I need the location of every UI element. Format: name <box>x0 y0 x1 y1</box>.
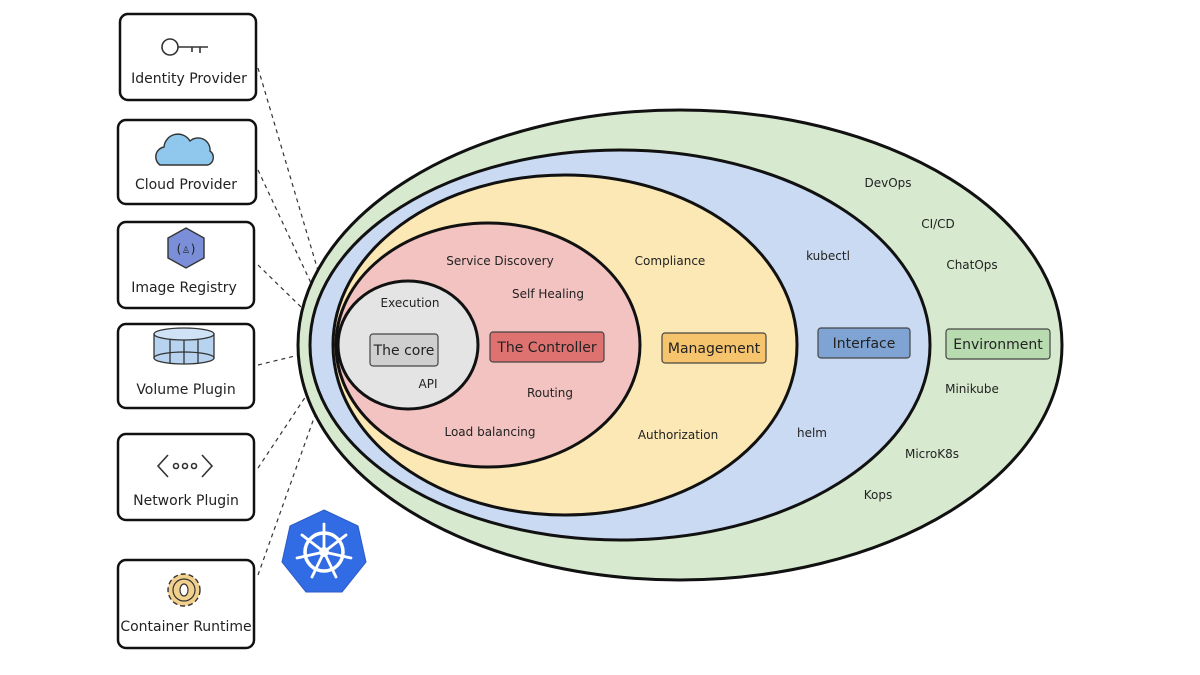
environment-item-chatops: ChatOps <box>946 258 997 272</box>
controller-tag <box>489 331 605 363</box>
environment-item-cicd: CI/CD <box>921 217 955 231</box>
plugin-label: Identity Provider <box>131 71 247 87</box>
plugin-box <box>116 432 256 522</box>
plugin-container-runtime: Container Runtime <box>116 558 256 650</box>
core-tag <box>369 333 439 367</box>
environment-item-minikube: Minikube <box>945 382 999 396</box>
controller-item-service-discovery: Service Discovery <box>446 254 553 268</box>
plugin-box <box>116 322 256 410</box>
cloud-icon <box>155 133 214 166</box>
environment-item-microk8s: MicroK8s <box>905 447 959 461</box>
interface-item-kubectl: kubectl <box>806 249 850 263</box>
controller-label: The Controller <box>496 340 597 356</box>
core-item-execution: Execution <box>381 296 440 310</box>
environment-item-kops: Kops <box>864 488 892 502</box>
plugin-label: Cloud Provider <box>135 177 237 193</box>
storage-cylinder-icon <box>153 327 215 365</box>
controller-item-load-balancing: Load balancing <box>444 425 535 439</box>
core-label: The core <box>373 343 435 359</box>
interface-item-helm: helm <box>797 426 827 440</box>
svg-text:(♙): (♙) <box>175 242 197 256</box>
management-item-authorization: Authorization <box>638 428 718 442</box>
plugin-label: Container Runtime <box>120 619 251 635</box>
plugin-cloud-provider: Cloud Provider <box>116 118 258 206</box>
plugin-volume-plugin: Volume Plugin <box>116 322 256 410</box>
plugin-label: Image Registry <box>131 280 237 296</box>
plugin-image-registry: (♙) Image Registry <box>116 220 256 310</box>
key-icon <box>161 38 208 56</box>
interface-tag <box>817 327 911 359</box>
plugin-identity-provider: Identity Provider <box>118 12 258 102</box>
plugin-label: Volume Plugin <box>136 382 235 398</box>
kubernetes-helm-wheel-icon <box>281 509 367 593</box>
environment-tag <box>945 328 1051 360</box>
interface-label: Interface <box>833 336 896 352</box>
connector-registry <box>257 264 341 346</box>
management-label: Management <box>668 341 761 357</box>
network-brackets-icon <box>156 454 214 478</box>
environment-label: Environment <box>953 337 1043 353</box>
plugin-label: Network Plugin <box>133 493 239 509</box>
controller-item-self-healing: Self Healing <box>512 287 584 301</box>
controller-item-routing: Routing <box>527 386 573 400</box>
core-item-api: API <box>419 377 438 391</box>
plugin-box <box>118 12 258 102</box>
registry-hexagon-icon: (♙) <box>167 227 205 269</box>
management-tag <box>661 332 767 364</box>
gear-icon <box>167 573 201 607</box>
management-item-compliance: Compliance <box>635 254 706 268</box>
plugin-network-plugin: Network Plugin <box>116 432 256 522</box>
environment-item-devops: DevOps <box>864 176 911 190</box>
